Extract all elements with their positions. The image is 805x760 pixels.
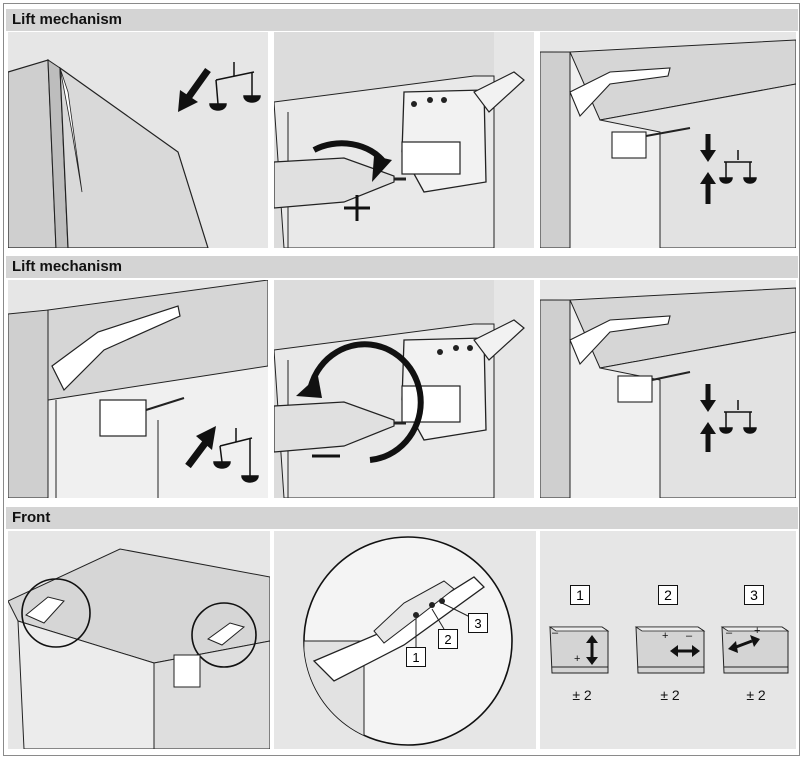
arrow-up-icon [700, 422, 716, 452]
callout-3: 3 [468, 613, 488, 633]
panel-hinge-closeup: 1 2 3 [274, 531, 536, 749]
hinge-closeup-illustration [303, 536, 513, 746]
arrow-up-icon [185, 426, 216, 469]
adjustment-number-1: 1 [570, 585, 590, 605]
arrow-down-icon [700, 134, 716, 162]
arrow-up-icon [700, 172, 716, 204]
arrow-down-icon [178, 67, 211, 112]
arrow-down-icon [700, 384, 716, 412]
arrow-diagonal-icon [728, 635, 760, 653]
arrow-horizontal-icon [670, 645, 700, 657]
adjustment-number-2: 2 [658, 585, 678, 605]
plus-sign [344, 195, 370, 221]
scale-icon [719, 150, 757, 184]
adjustment-value-3: ± 2 [746, 687, 766, 703]
block-2-minus-mark: – [686, 630, 693, 642]
adjustment-number-3: 3 [744, 585, 764, 605]
panel-flap-lowering [8, 32, 268, 248]
panel-flap-raising [8, 280, 268, 498]
front-overview-illustration [8, 548, 270, 749]
section-header-lift-mechanism-2: Lift mechanism [6, 256, 798, 278]
panel-screwdriver-decrease [274, 280, 534, 498]
adjustment-blocks-illustration [548, 626, 790, 674]
scale-icon [209, 62, 261, 111]
adjustment-value-2: ± 2 [660, 687, 680, 703]
panel-adjustment-legend: 1 2 3 – + + – – + [540, 531, 796, 749]
panel-screwdriver-increase [274, 32, 534, 248]
arrow-vertical-icon [586, 635, 598, 665]
flap-balanced-illustration-2 [540, 287, 796, 498]
block-3-minus-mark: – [726, 627, 733, 639]
block-1-plus-mark: + [574, 653, 581, 665]
callout-1: 1 [406, 647, 426, 667]
adjustment-value-1: ± 2 [572, 687, 592, 703]
flap-lowering-illustration [8, 59, 261, 248]
section-header-lift-mechanism-1: Lift mechanism [6, 9, 798, 31]
flap-raising-illustration [8, 280, 268, 498]
scale-icon [719, 400, 757, 434]
screwdriver-decrease-illustration [274, 280, 525, 498]
zoom-circle-right [191, 602, 257, 668]
scale-icon [213, 428, 259, 483]
block-1-minus-mark: – [552, 627, 559, 639]
block-2-plus-mark: + [662, 630, 669, 642]
block-3-plus-mark: + [754, 625, 761, 637]
panel-front-overview [8, 531, 270, 749]
callout-2: 2 [438, 629, 458, 649]
screwdriver-increase-illustration [274, 32, 525, 248]
flap-balanced-illustration-1 [540, 39, 796, 248]
panel-flap-balanced-1 [540, 32, 796, 248]
zoom-circle-left [21, 578, 91, 648]
panel-flap-balanced-2 [540, 280, 796, 498]
section-header-front: Front [6, 507, 798, 529]
